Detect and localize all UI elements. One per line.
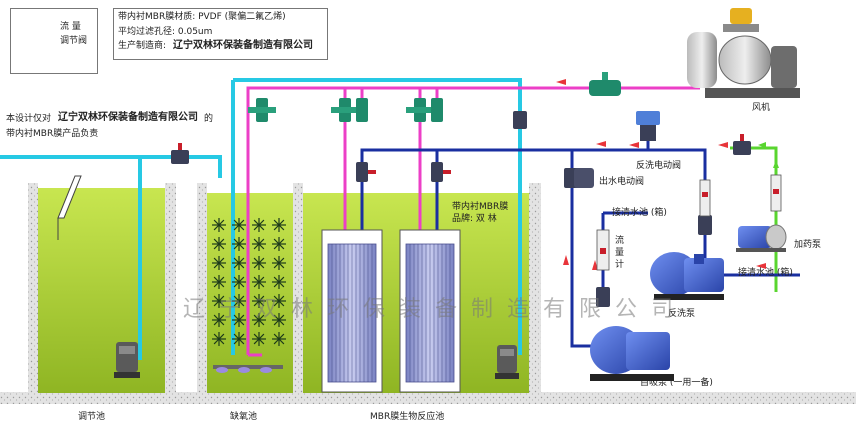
aerator-icon [232, 313, 246, 327]
spec-material: 带内衬MBR膜材质: PVDF (聚偏二氟乙烯) [118, 12, 286, 22]
electric-valve-icon[interactable] [574, 168, 594, 188]
note-company: 辽宁双林环保装备制造有限公司 [58, 112, 198, 123]
blower-icon[interactable] [687, 8, 800, 98]
spec-box [113, 8, 328, 60]
dosing-pump-icon[interactable] [736, 224, 787, 252]
backwash-pump-label: 反洗泵 [668, 309, 696, 319]
aerator-icon [232, 275, 246, 289]
legend-box [10, 8, 98, 74]
dosing-arrows [758, 142, 779, 168]
membrane-module-1 [321, 229, 383, 393]
air-valves[interactable] [248, 72, 621, 122]
flowmeter-icon [699, 179, 711, 217]
aerator-icon [252, 237, 266, 251]
aerator-icon [212, 237, 226, 251]
legend-valve-label-2: 调节阀 [60, 36, 88, 46]
clear-pool-label-1: 接清水池 (箱) [612, 208, 667, 218]
aerator-icon [212, 294, 226, 308]
aerator-icon [272, 275, 286, 289]
aerator-icon [212, 332, 226, 346]
legend-valve-label-1: 流 量 [60, 22, 81, 32]
self-priming-pump-icon[interactable] [590, 326, 674, 381]
aerator-icon [252, 332, 266, 346]
flowmeter-label-3: 计 [615, 260, 625, 270]
aerator-icon [272, 218, 286, 232]
regulating-tank-label: 调节池 [78, 412, 106, 422]
note-line2: 带内衬MBR膜产品负责 [6, 129, 99, 139]
aerator-icon [232, 332, 246, 346]
membrane-label-2: 品牌: 双 林 [452, 214, 497, 224]
aerator-icon [212, 218, 226, 232]
flowmeter-icon [770, 174, 782, 212]
aerator-icon [252, 275, 266, 289]
flowmeter-icon [596, 229, 610, 271]
aerator-grid [212, 218, 286, 346]
aerator-icon [252, 256, 266, 270]
anoxic-tank-label: 缺氧池 [230, 412, 258, 422]
dosing-pipe [730, 146, 778, 225]
aerator-icon [272, 294, 286, 308]
mbr-tank-label: MBR膜生物反应池 [370, 412, 445, 422]
ground-slab [0, 392, 856, 404]
air-branch-pipes [343, 88, 439, 240]
note-suffix: 的 [204, 114, 214, 124]
inlet-chute [57, 175, 82, 240]
aerator-icon [272, 256, 286, 270]
aerator-icon [212, 275, 226, 289]
aerator-icon [212, 313, 226, 327]
aerator-icon [212, 256, 226, 270]
anoxic-diffusers [213, 365, 283, 373]
spec-maker-value: 辽宁双林环保装备制造有限公司 [173, 40, 313, 51]
membrane-module-2 [399, 229, 461, 393]
aerator-icon [252, 313, 266, 327]
aerator-icon [232, 237, 246, 251]
dosing-pump-label: 加药泵 [794, 240, 822, 250]
watermark: 辽宁双林环保装备制造有限公司 [183, 297, 688, 322]
blower-label: 风机 [752, 103, 771, 113]
aerator-icon [272, 313, 286, 327]
aerator-icon [272, 332, 286, 346]
self-priming-pump-label: 自吸泵 (一用一备) [640, 378, 713, 388]
aerator-icon [232, 294, 246, 308]
air-main-pipe [246, 86, 700, 355]
outlet-valve-label: 出水电动阀 [599, 177, 645, 187]
flow-arrows [556, 79, 766, 270]
submersible-pump-icon [114, 342, 140, 378]
flowmeter-label-2: 量 [615, 248, 625, 258]
clear-pool-label-2: 接清水池 (箱) [738, 268, 793, 278]
backwash-valve-label: 反洗电动阀 [636, 161, 682, 171]
spec-pore-size: 平均过滤孔径: 0.05um [118, 27, 213, 37]
aerator-icon [252, 294, 266, 308]
electric-valve-icon[interactable] [636, 111, 660, 141]
aerator-icon [272, 237, 286, 251]
aerator-icon [252, 218, 266, 232]
submersible-pump-icon [495, 345, 519, 379]
spec-maker-label: 生产制造商: [118, 41, 167, 51]
backwash-pump-icon[interactable] [650, 252, 724, 300]
clear-pool-pipe-1 [601, 211, 648, 295]
aerator-icon [232, 256, 246, 270]
aerator-icon [232, 218, 246, 232]
anoxic-tank [197, 183, 303, 393]
membrane-label-1: 带内衬MBR膜 [452, 202, 509, 212]
flowmeter-label-1: 流 [615, 236, 625, 246]
note-prefix: 本设计仅对 [6, 114, 52, 124]
regulating-tank [28, 183, 176, 393]
